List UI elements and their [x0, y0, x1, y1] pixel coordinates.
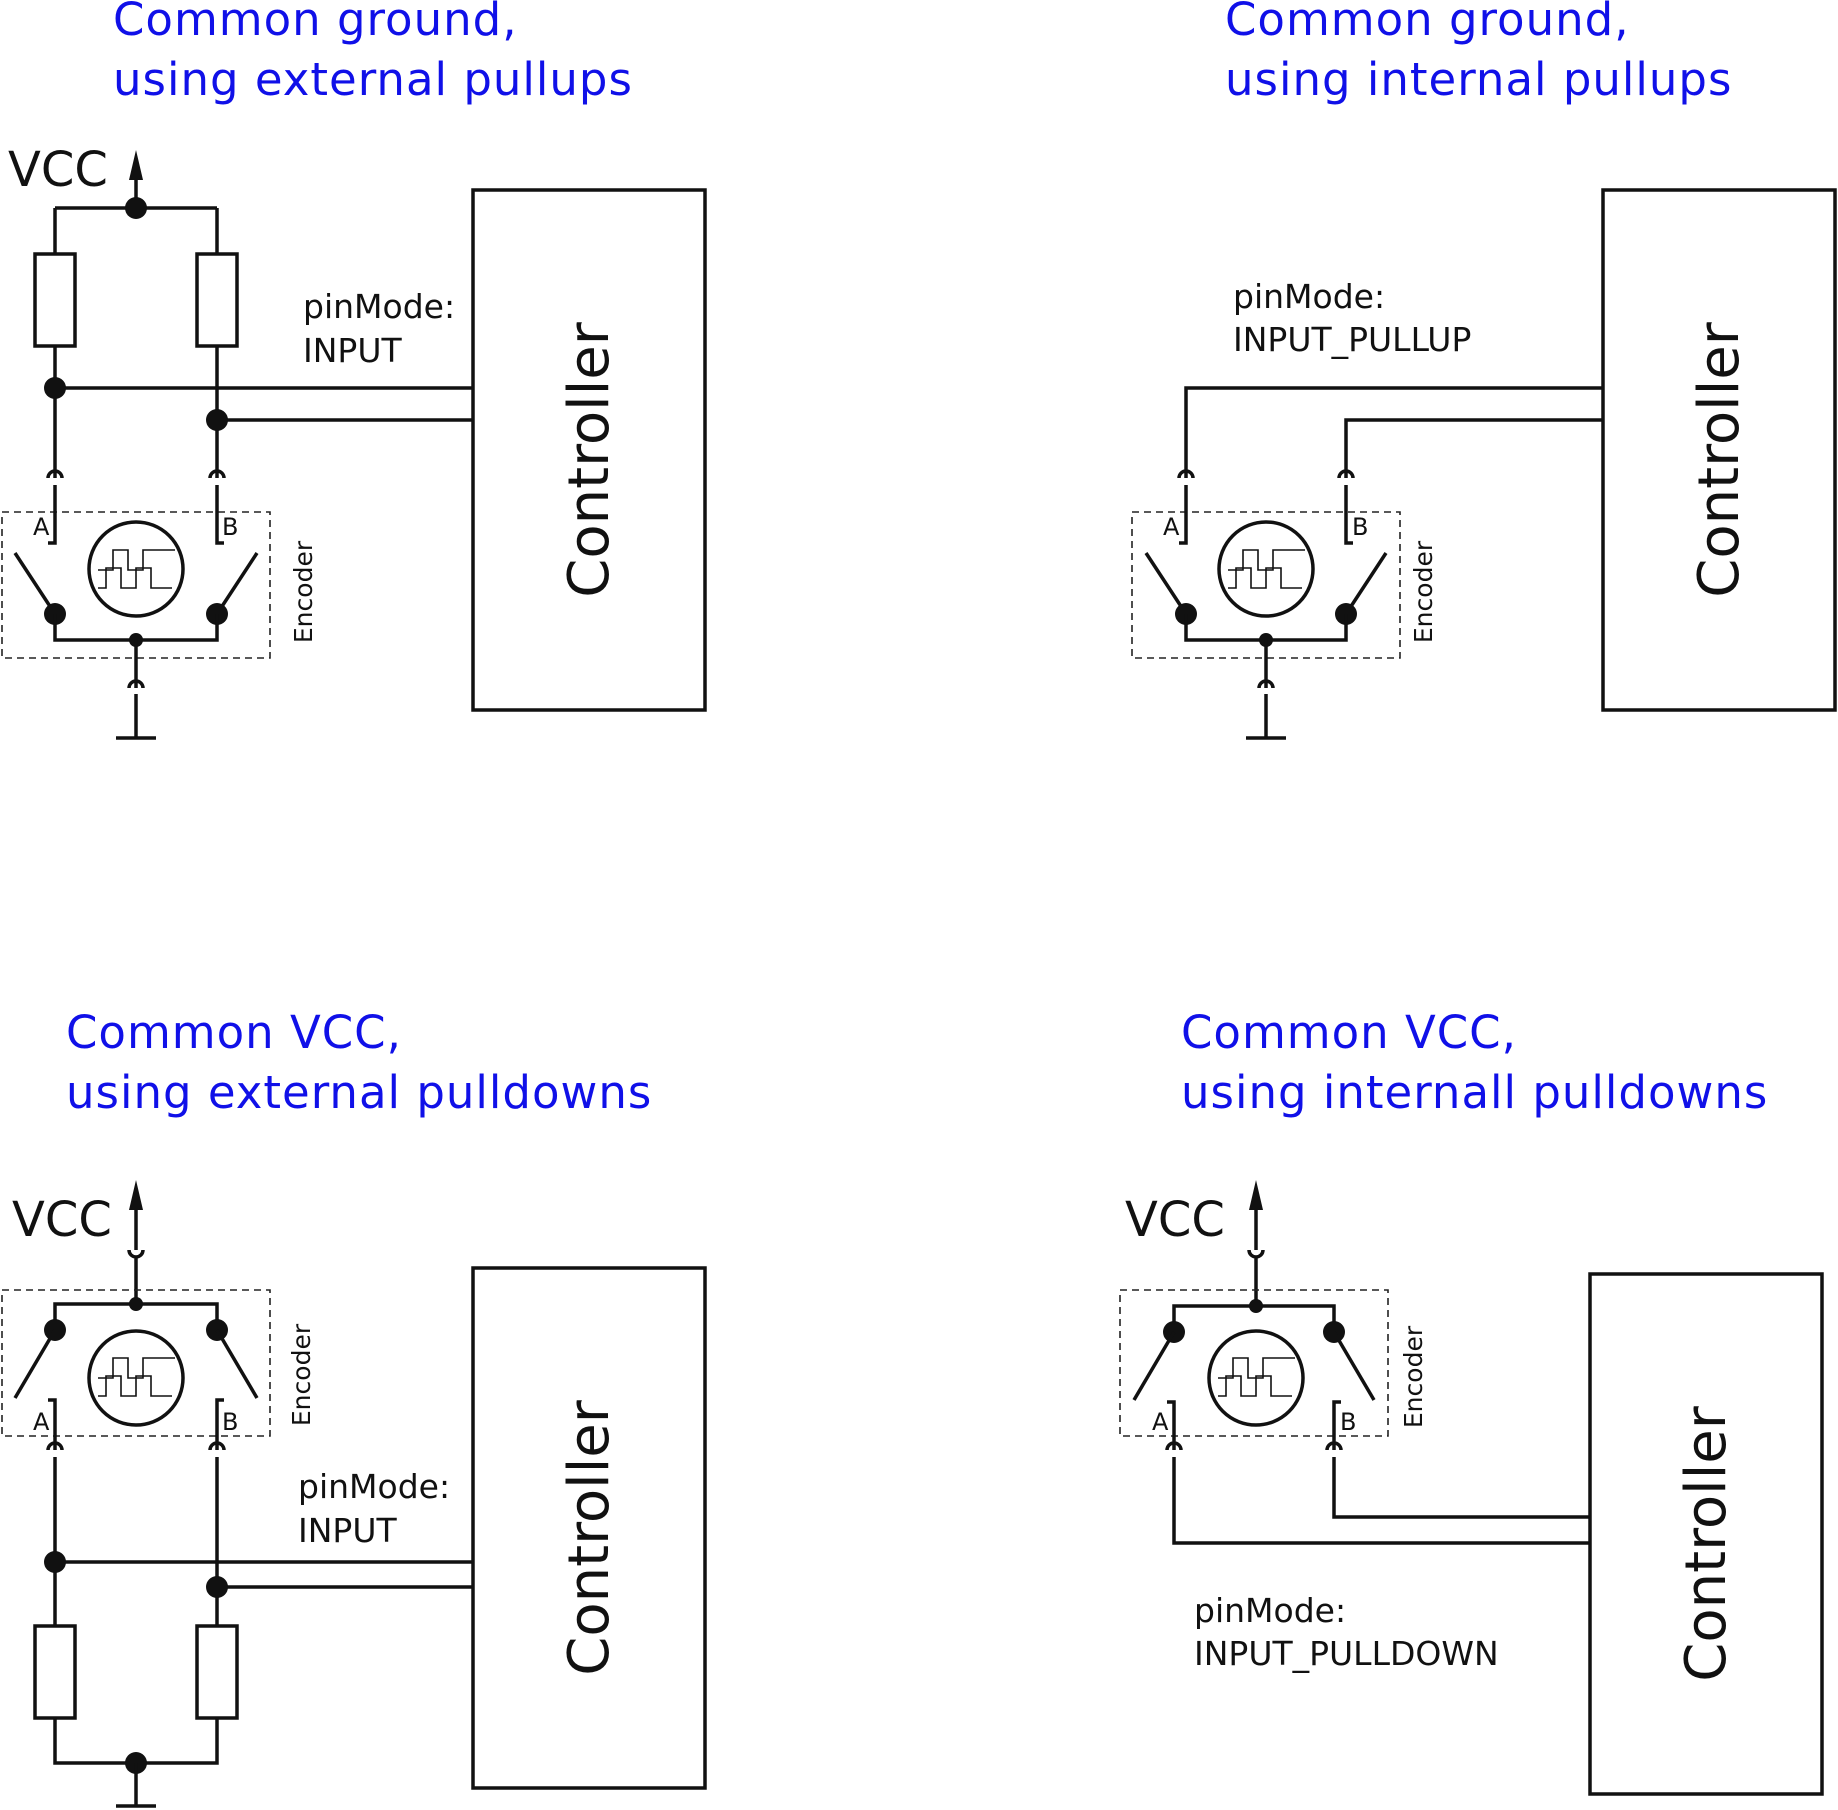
q3-controller-box: [471, 1266, 707, 1790]
q4-pinmode-label: pinMode:: [1194, 1591, 1346, 1630]
q4-vcc-arrow-icon: [1249, 1180, 1263, 1245]
q2-ground-wire: [1257, 640, 1275, 738]
q2-connector-a-icon: [1177, 468, 1195, 505]
q4-controller-label: Controller: [1674, 1405, 1739, 1681]
q3-encoder-label: Encoder: [287, 1323, 316, 1426]
q3-switch-a-icon: [13, 1329, 57, 1399]
q3-pin-b-label: B: [222, 1408, 238, 1436]
q2-controller-box: [1601, 188, 1837, 712]
q2-controller-label: Controller: [1687, 321, 1752, 597]
q1-encoder: A B Encoder: [1, 505, 318, 659]
diagram-common-vcc-external-pulldowns: Common VCC, using external pulldowns VCC…: [1, 1006, 707, 1808]
q2-switch-a-icon: [1144, 552, 1188, 615]
q2-encoder-disc-icon: [1217, 520, 1315, 618]
q4-pin-b-label: B: [1340, 1408, 1356, 1436]
q2-connector-b-icon: [1337, 468, 1355, 505]
q2-encoder-label: Encoder: [1409, 540, 1438, 643]
q3-encoder: A B Encoder: [1, 1289, 316, 1440]
q1-resistor-b: [195, 252, 239, 348]
q3-encoder-outline: [1, 1289, 271, 1437]
q1-switch-a-icon: [13, 552, 57, 615]
q3-connector-a-icon: [46, 1440, 64, 1626]
q1-ground-wire: [127, 640, 145, 738]
q3-pinmode-label: pinMode:: [298, 1467, 450, 1506]
q1-title-line2: using external pullups: [113, 53, 633, 106]
q3-waveform-icon: [98, 1357, 175, 1379]
q3-controller-label: Controller: [557, 1399, 622, 1675]
q3-resistor-b: [195, 1624, 239, 1720]
q2-switch-b-icon: [1344, 552, 1388, 615]
q1-vcc-label: VCC: [8, 142, 108, 198]
q1-connector-a-icon: [46, 468, 64, 505]
q1-encoder-outline: [1, 511, 271, 659]
q3-connector-vcc-icon: [127, 1245, 145, 1304]
q4-controller-box: [1588, 1272, 1824, 1796]
q2-pinmode-value: INPUT_PULLUP: [1233, 320, 1471, 359]
q1-pin-a-label: A: [33, 513, 50, 541]
q3-switch-b-icon: [215, 1329, 259, 1399]
q1-resistor-a: [33, 252, 77, 348]
diagram-common-ground-external-pullups: Common ground, using external pullups VC…: [1, 0, 707, 740]
q3-resistor-a: [33, 1624, 77, 1720]
q1-connector-b-icon: [208, 468, 226, 505]
q2-wire-b: [1344, 418, 1603, 468]
q4-vcc-label: VCC: [1125, 1192, 1225, 1248]
q3-vcc-label: VCC: [12, 1192, 112, 1248]
q3-connector-b-icon: [208, 1440, 226, 1626]
q4-encoder-outline: [1119, 1289, 1389, 1437]
q2-title-line1: Common ground,: [1225, 0, 1630, 46]
q3-vcc-arrow-icon: [129, 1180, 143, 1245]
q4-pin-a-label: A: [1152, 1408, 1169, 1436]
q1-controller-box: [471, 188, 707, 712]
q2-wire-a: [1184, 386, 1603, 468]
diagram-common-vcc-internal-pulldowns: Common VCC, using internall pulldowns VC…: [1119, 1006, 1824, 1796]
q2-title-line2: using internal pullups: [1225, 53, 1732, 106]
q4-switch-b-icon: [1332, 1331, 1376, 1401]
q1-switch-b-icon: [215, 552, 259, 615]
q4-waveform-icon: [1218, 1357, 1295, 1379]
diagram-common-ground-internal-pullups: Common ground, using internal pullups pi…: [1131, 0, 1837, 740]
q4-title-line2: using internall pulldowns: [1181, 1066, 1768, 1119]
q4-encoder-disc-icon: [1207, 1329, 1305, 1427]
q1-title-line1: Common ground,: [113, 0, 518, 46]
q1-pinmode-value: INPUT: [303, 331, 402, 370]
q1-waveform-icon: [98, 549, 175, 571]
q4-encoder: A B Encoder: [1119, 1289, 1428, 1440]
q2-encoder-outline: [1131, 511, 1401, 659]
q4-wire-a: [1165, 1440, 1590, 1545]
q1-encoder-label: Encoder: [289, 540, 318, 643]
q4-encoder-label: Encoder: [1399, 1325, 1428, 1428]
q1-vcc-junction: [125, 197, 147, 219]
q4-connector-vcc-icon: [1247, 1245, 1265, 1306]
q3-pin-a-label: A: [33, 1408, 50, 1436]
q2-encoder: A B Encoder: [1131, 505, 1438, 659]
q4-pinmode-value: INPUT_PULLDOWN: [1194, 1634, 1499, 1673]
q3-encoder-disc-icon: [87, 1329, 185, 1427]
q4-switch-a-icon: [1132, 1331, 1176, 1401]
q3-pinmode-value: INPUT: [298, 1511, 397, 1550]
q3-title-line1: Common VCC,: [66, 1006, 402, 1059]
q1-pin-b-label: B: [222, 513, 238, 541]
q3-title-line2: using external pulldowns: [66, 1066, 652, 1119]
q2-pinmode-label: pinMode:: [1233, 277, 1385, 316]
q2-pin-b-label: B: [1352, 513, 1368, 541]
q1-controller-label: Controller: [557, 321, 622, 597]
q2-waveform-icon: [1228, 549, 1305, 571]
q2-pin-a-label: A: [1163, 513, 1180, 541]
q4-title-line1: Common VCC,: [1181, 1006, 1517, 1059]
q4-wire-b: [1325, 1440, 1590, 1519]
q1-pinmode-label: pinMode:: [303, 287, 455, 326]
q1-encoder-disc-icon: [87, 520, 185, 618]
